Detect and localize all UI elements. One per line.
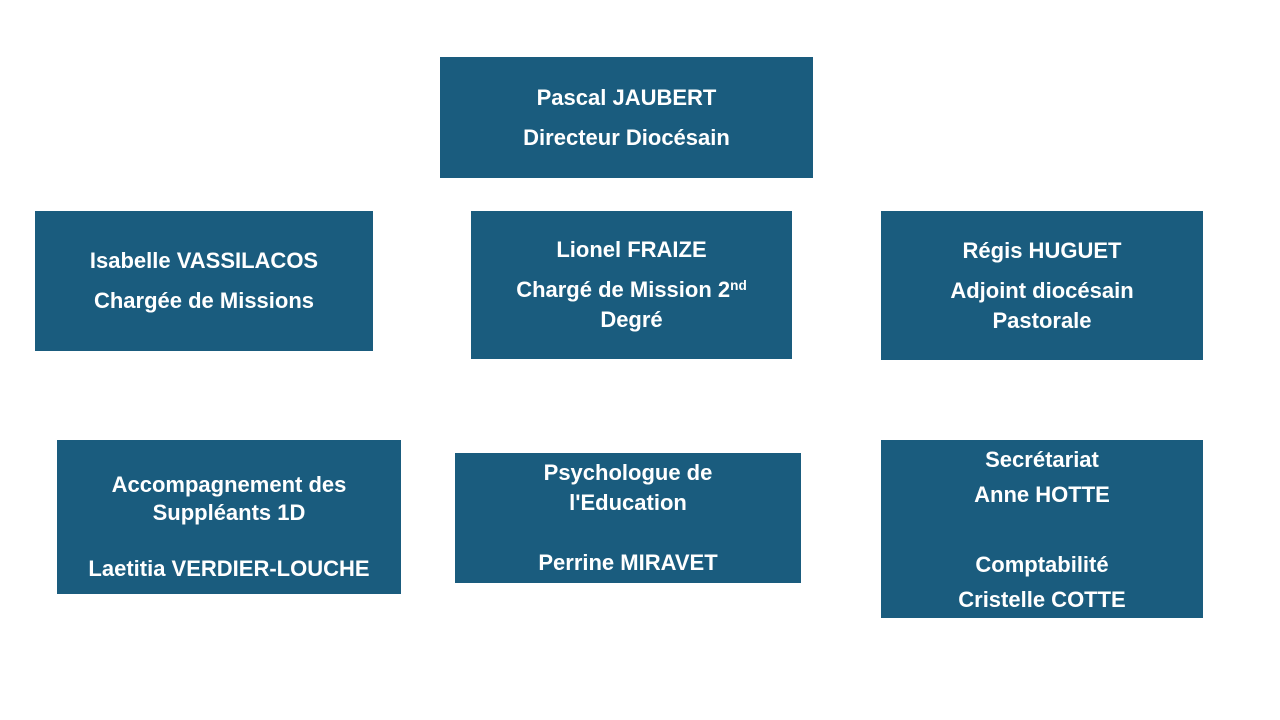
person-role-line-1: Chargé de Mission 2nd (516, 275, 747, 305)
role-line-2: l'Education (569, 490, 687, 515)
person-name: Isabelle VASSILACOS (89, 248, 319, 273)
person-role-text: Chargé de Mission 2 (516, 277, 731, 302)
person-role: Chargée de Missions (93, 288, 315, 313)
role-line-1: Accompagnement des (111, 472, 347, 497)
role-comptabilite: Comptabilité (975, 551, 1109, 577)
org-box-accompagnement-suppleants-1d: Accompagnement des Suppléants 1D Laetiti… (57, 440, 401, 594)
person-name: Lionel FRAIZE (556, 237, 707, 262)
role-secretariat: Secrétariat (985, 446, 1099, 472)
org-box-secretariat-comptabilite: Secrétariat Anne HOTTE Comptabilité Cris… (881, 440, 1203, 618)
role-line-1: Psychologue de (543, 460, 713, 485)
ordinal-superscript: nd (730, 278, 747, 294)
person-name: Régis HUGUET (962, 237, 1122, 263)
person-name-secretariat: Anne HOTTE (974, 481, 1110, 507)
org-box-director: Pascal JAUBERT Directeur Diocésain (440, 57, 813, 178)
person-role-line-1: Adjoint diocésain (950, 277, 1134, 303)
org-box-psychologue-education: Psychologue de l'Education Perrine MIRAV… (455, 453, 801, 583)
person-name: Laetitia VERDIER-LOUCHE (88, 556, 370, 581)
person-name: Pascal JAUBERT (536, 84, 717, 110)
org-box-charge-de-mission-2nd-degre: Lionel FRAIZE Chargé de Mission 2nd Degr… (471, 211, 792, 359)
person-role: Directeur Diocésain (523, 124, 730, 150)
person-role-line-2: Pastorale (992, 307, 1092, 333)
person-name: Perrine MIRAVET (538, 550, 718, 575)
person-role-line-2: Degré (600, 307, 663, 332)
org-box-chargee-de-missions: Isabelle VASSILACOS Chargée de Missions (35, 211, 373, 351)
person-name-comptabilite: Cristelle COTTE (958, 586, 1126, 612)
role-line-2: Suppléants 1D (152, 500, 306, 525)
org-box-adjoint-diocesain-pastorale: Régis HUGUET Adjoint diocésain Pastorale (881, 211, 1203, 360)
